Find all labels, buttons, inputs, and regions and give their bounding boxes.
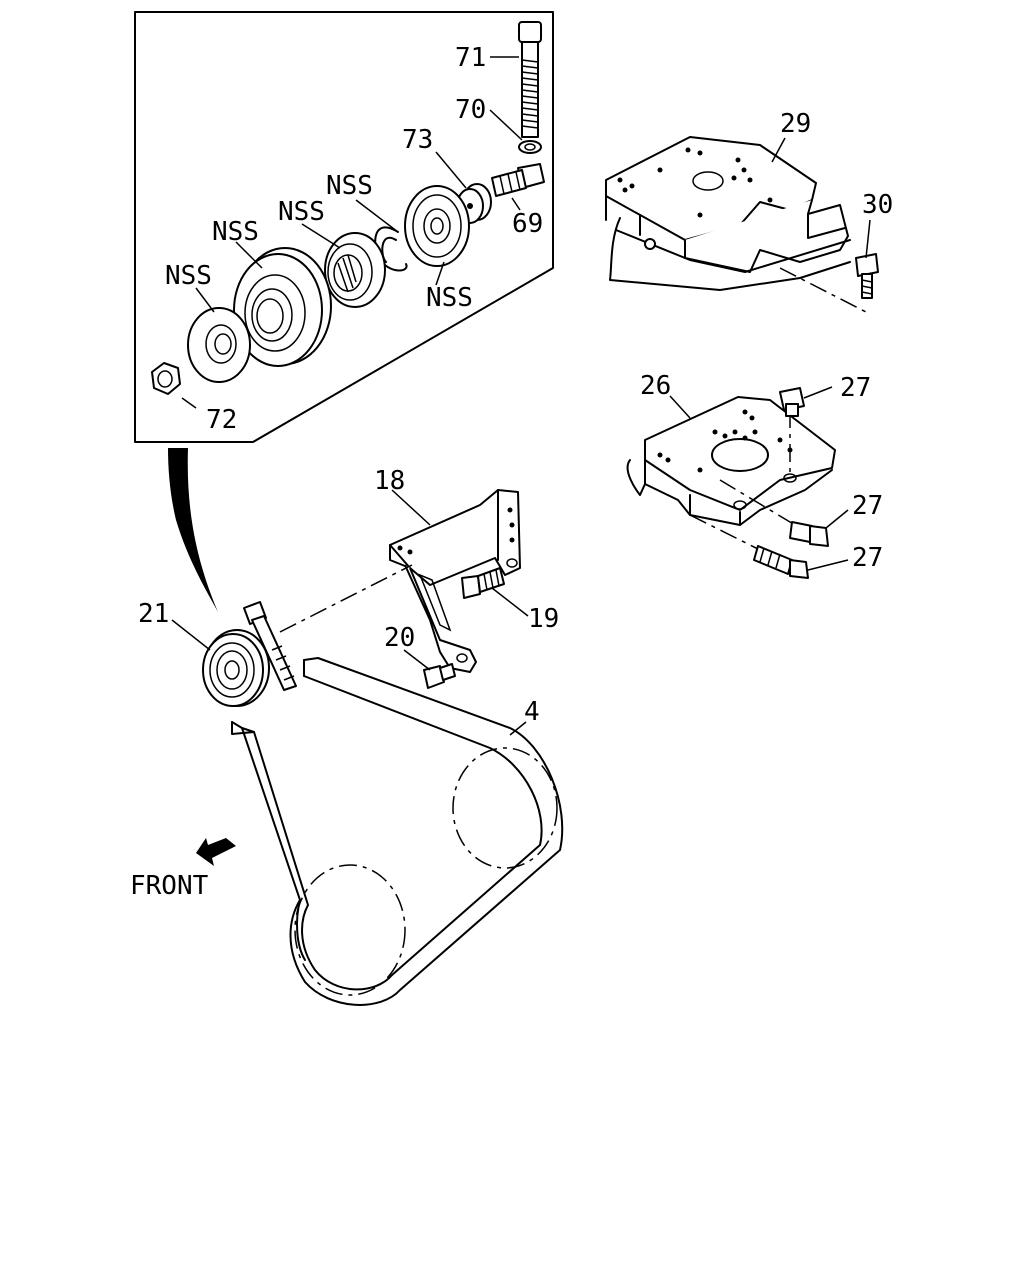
label-29: 29	[780, 109, 811, 139]
idler-pulley-21	[202, 601, 297, 707]
front-washer	[187, 307, 251, 383]
bearing	[324, 232, 386, 308]
main-pulley	[233, 247, 332, 367]
inset-pointer-arrow	[168, 448, 218, 612]
bracket-26	[626, 396, 836, 556]
label-nss-washer: NSS	[165, 261, 212, 291]
label-69: 69	[512, 209, 543, 239]
leader-lines	[171, 56, 871, 736]
drive-belt-4	[231, 657, 564, 1006]
bracket-29	[605, 136, 867, 313]
label-27-middle: 27	[852, 491, 883, 521]
label-nss-pulley: NSS	[212, 217, 259, 247]
label-21: 21	[138, 599, 169, 629]
front-arrow-icon	[196, 838, 236, 866]
label-70: 70	[455, 95, 486, 125]
bolt-30	[855, 253, 879, 299]
bolt-69	[491, 163, 545, 197]
nut-72	[151, 362, 181, 395]
label-18: 18	[374, 466, 405, 496]
part-labels: 71 70 73 69 NSS NSS NSS NSS NSS 72 29 30…	[130, 43, 893, 901]
label-nss-bearing: NSS	[278, 197, 325, 227]
label-30: 30	[862, 190, 893, 220]
label-73: 73	[402, 125, 433, 155]
label-72: 72	[206, 405, 237, 435]
label-20: 20	[384, 623, 415, 653]
washer-70	[518, 140, 542, 154]
label-27-bottom: 27	[852, 543, 883, 573]
bolt-27-top	[779, 387, 805, 417]
bracket-18	[389, 489, 521, 673]
bolt-19	[461, 567, 505, 599]
bolt-20	[423, 663, 456, 689]
label-nss-plate: NSS	[426, 283, 473, 313]
pulley-plate	[404, 185, 470, 267]
label-4: 4	[524, 697, 540, 727]
label-nss-snap-ring: NSS	[326, 171, 373, 201]
label-27-top: 27	[840, 373, 871, 403]
label-26: 26	[640, 371, 671, 401]
label-19: 19	[528, 604, 559, 634]
bracket-center-line	[279, 564, 413, 633]
label-71: 71	[455, 43, 486, 73]
label-front: FRONT	[130, 871, 209, 901]
bolt-27-middle	[789, 521, 829, 547]
bolt-71	[518, 21, 542, 138]
bolt-27-bottom	[753, 545, 809, 579]
detail-inset	[134, 11, 554, 443]
